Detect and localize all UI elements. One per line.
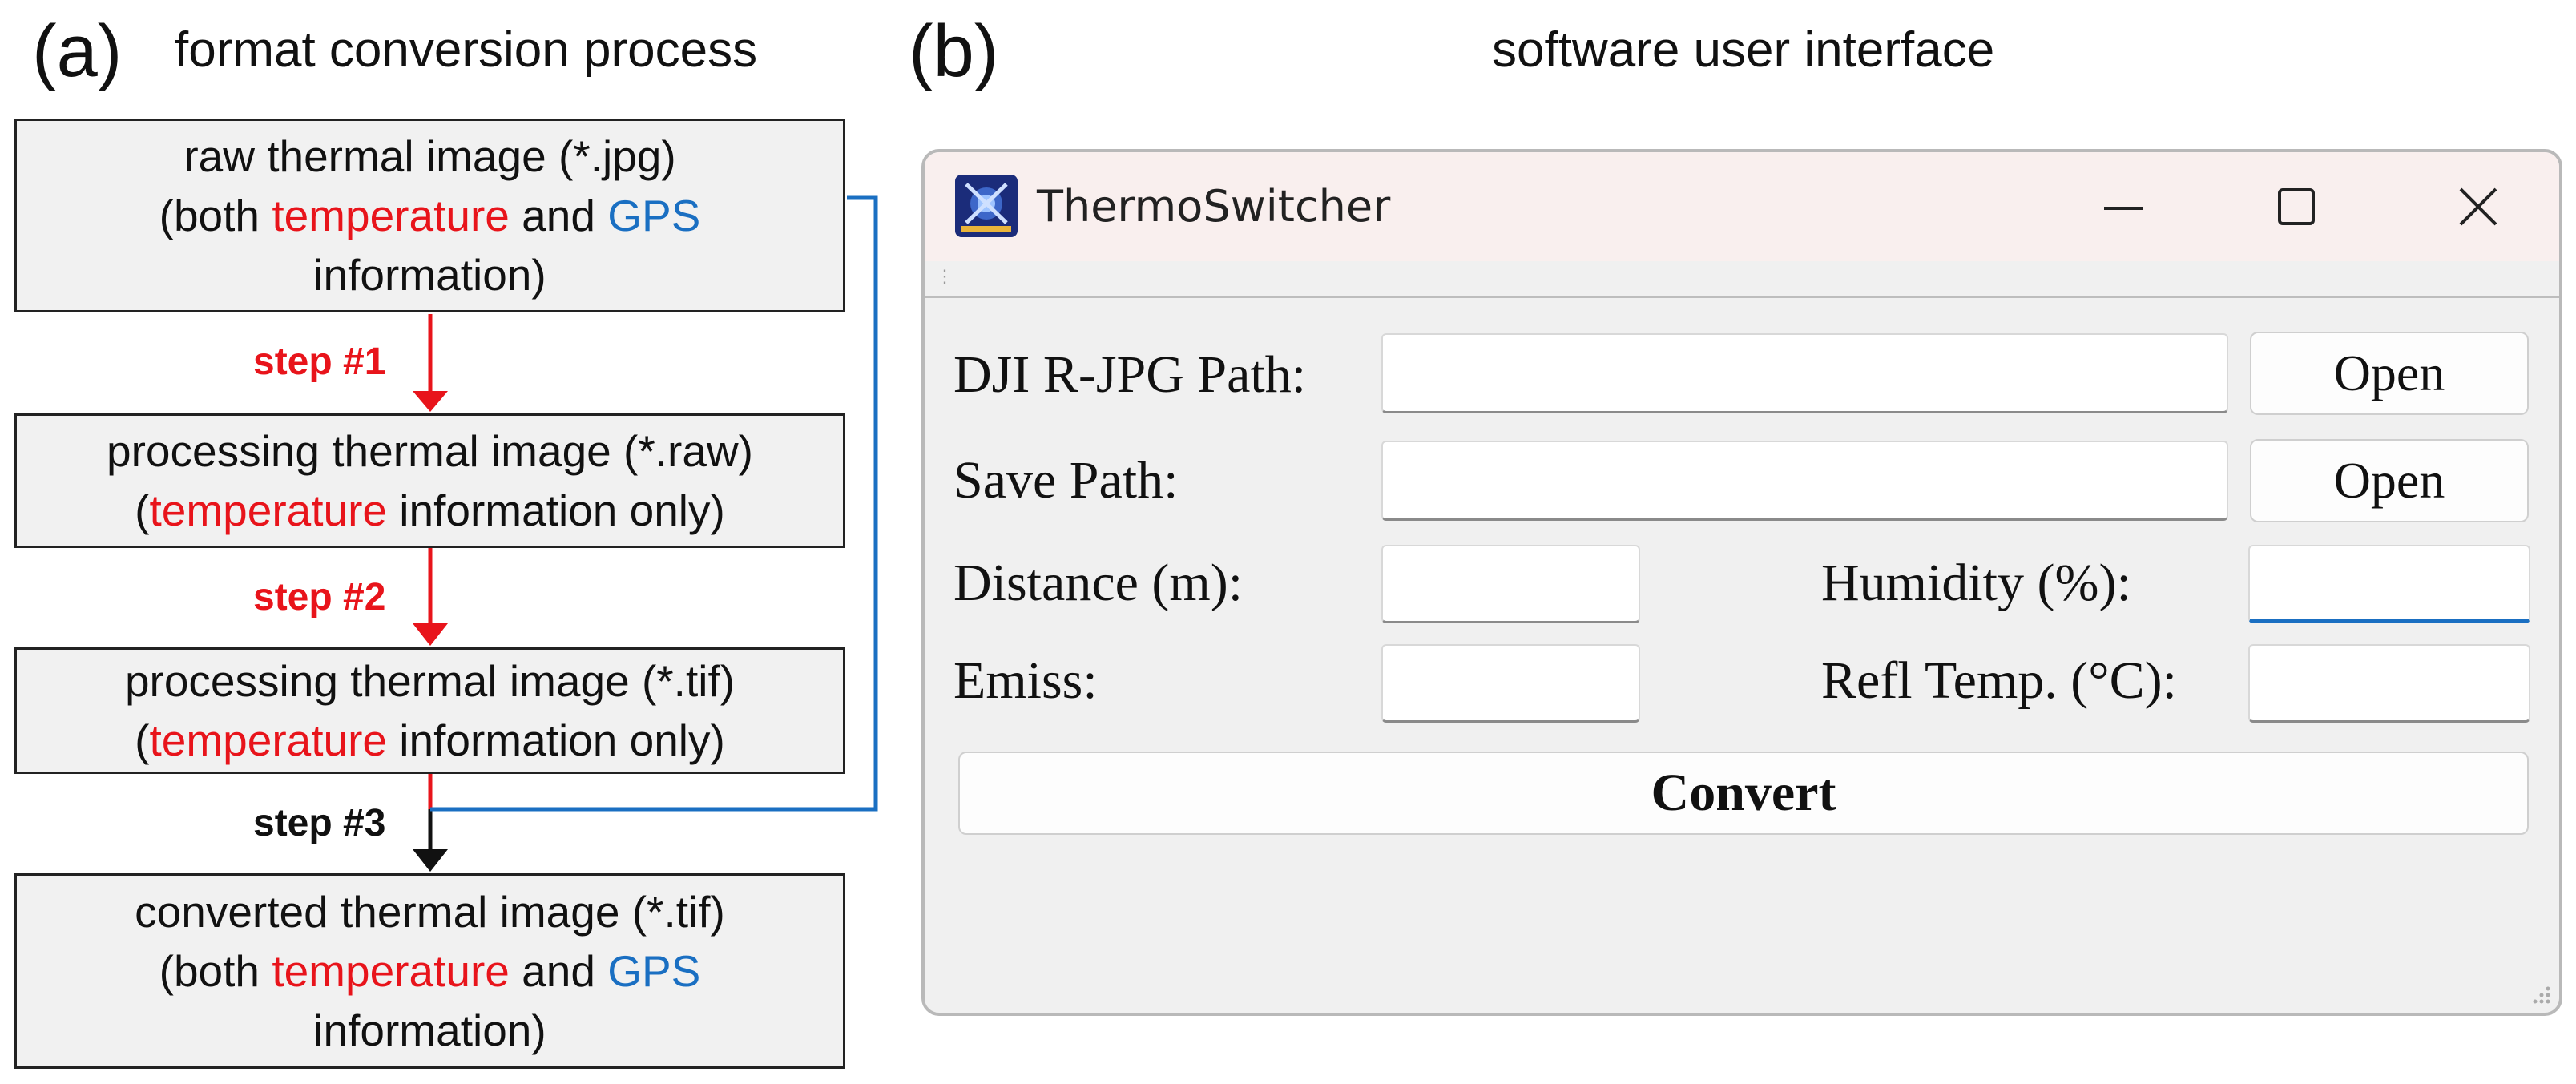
text: and — [509, 191, 608, 240]
minimize-button[interactable] — [2085, 168, 2162, 245]
close-icon — [2459, 187, 2497, 226]
distance-label: Distance (m): — [953, 554, 1244, 612]
humidity-input[interactable] — [2248, 545, 2530, 623]
title-bar[interactable]: ThermoSwitcher — [925, 152, 2559, 261]
text: and — [509, 946, 608, 996]
box-line: processing thermal image (*.tif) — [124, 656, 736, 706]
flow-box-converted-tif: converted thermal image (*.tif) (both te… — [14, 873, 845, 1069]
box-line: (both temperature and GPS — [159, 941, 701, 1001]
maximize-icon — [2278, 188, 2315, 225]
box-line: (temperature information only) — [135, 711, 725, 770]
temperature-text: temperature — [272, 946, 510, 996]
gps-text: GPS — [607, 191, 701, 240]
resize-grip-icon[interactable] — [2529, 982, 2553, 1006]
text: information only) — [387, 486, 725, 535]
box-line: information) — [313, 250, 546, 300]
box-line: converted thermal image (*.tif) — [135, 887, 725, 937]
temperature-text: temperature — [149, 715, 387, 765]
open-dji-button[interactable]: Open — [2250, 332, 2529, 415]
toolbar-strip: ⋮ — [925, 261, 2559, 298]
emiss-label: Emiss: — [953, 651, 1098, 710]
text: ( — [135, 715, 150, 765]
minimize-icon — [2104, 207, 2143, 210]
close-button[interactable] — [2440, 168, 2517, 245]
gps-text: GPS — [607, 946, 701, 996]
gps-bypass-line — [430, 195, 878, 812]
dji-path-label: DJI R-JPG Path: — [953, 345, 1307, 404]
refl-temp-input[interactable] — [2248, 644, 2530, 723]
distance-input[interactable] — [1381, 545, 1640, 623]
emiss-input[interactable] — [1381, 644, 1640, 723]
save-path-input[interactable] — [1381, 441, 2228, 521]
step-2-label: step #2 — [253, 576, 386, 619]
dji-path-input[interactable] — [1381, 333, 2228, 413]
maximize-button[interactable] — [2258, 168, 2335, 245]
window-title: ThermoSwitcher — [1037, 181, 1391, 232]
step-3-label: step #3 — [253, 802, 386, 844]
panel-b-letter: (b) — [909, 10, 999, 92]
text: ( — [135, 486, 150, 535]
box-line: (temperature information only) — [135, 481, 725, 540]
refl-temp-label: Refl Temp. (°C): — [1821, 651, 2177, 710]
box-line: raw thermal image (*.jpg) — [183, 131, 676, 181]
app-window: ThermoSwitcher ⋮ DJI R-JPG Path: Open Sa… — [921, 149, 2562, 1016]
temperature-text: temperature — [272, 191, 510, 240]
open-save-button[interactable]: Open — [2250, 439, 2529, 522]
step2-arrow-head — [413, 623, 448, 646]
text: (both — [159, 191, 272, 240]
panel-a-letter: (a) — [32, 10, 123, 92]
temperature-text: temperature — [149, 486, 387, 535]
humidity-label: Humidity (%): — [1821, 554, 2131, 612]
text: (both — [159, 946, 272, 996]
flow-box-tif: processing thermal image (*.tif) (temper… — [14, 647, 845, 774]
panel-b-title: software user interface — [1492, 22, 1995, 78]
text: information only) — [387, 715, 725, 765]
flow-box-raw-jpg: raw thermal image (*.jpg) (both temperat… — [14, 119, 845, 312]
box-line: processing thermal image (*.raw) — [107, 426, 753, 476]
convert-button[interactable]: Convert — [958, 752, 2529, 835]
box-line: (both temperature and GPS — [159, 186, 701, 245]
step3-arrow-head — [413, 849, 448, 872]
box-line: information) — [313, 1005, 546, 1055]
app-icon — [955, 175, 1018, 237]
step-1-label: step #1 — [253, 341, 386, 383]
flow-box-raw: processing thermal image (*.raw) (temper… — [14, 413, 845, 548]
save-path-label: Save Path: — [953, 451, 1179, 510]
toolbar-grip-icon[interactable]: ⋮ — [936, 266, 953, 286]
panel-a-title: format conversion process — [175, 22, 758, 78]
step1-arrow-head — [413, 391, 448, 412]
